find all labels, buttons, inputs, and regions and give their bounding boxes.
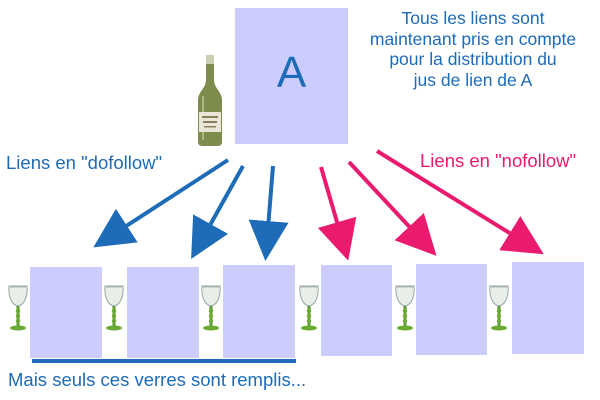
source-node-label: A	[276, 48, 307, 97]
nofollow-arrow-3	[375, 149, 544, 255]
target-page-3	[223, 265, 295, 358]
explanation-line: Tous les liens sont	[401, 8, 545, 28]
wine-glass-icon	[8, 285, 28, 331]
dofollow-arrow-3	[248, 165, 289, 261]
nofollow-arrow-1	[317, 166, 357, 261]
dofollow-underline	[32, 359, 296, 363]
target-page-4	[321, 265, 392, 356]
wine-glass-icon	[395, 285, 415, 331]
wine-glass-icon	[299, 285, 319, 331]
wine-bottle-icon	[198, 55, 222, 146]
target-page-2	[127, 267, 199, 358]
explanation-line: pour la distribution du	[389, 49, 557, 69]
dofollow-arrow-2	[191, 165, 245, 259]
nofollow-label: Liens en "nofollow"	[420, 150, 577, 171]
source-node-a: A	[235, 8, 348, 144]
explanation-caption: Tous les liens sont maintenant pris en c…	[348, 8, 598, 90]
nofollow-arrow-2	[347, 160, 437, 256]
wine-glass-icon	[104, 285, 124, 331]
dofollow-arrow-1	[93, 158, 230, 248]
target-page-5	[416, 264, 487, 355]
wine-glass-icon	[489, 285, 509, 331]
target-page-1	[30, 267, 102, 358]
explanation-line: maintenant pris en compte	[369, 28, 577, 49]
wine-glass-icon	[201, 285, 221, 331]
target-page-6	[512, 262, 584, 354]
dofollow-label: Liens en "dofollow"	[6, 152, 163, 173]
explanation-line: jus de lien de A	[413, 69, 533, 90]
bottom-caption: Mais seuls ces verres sont remplis...	[8, 369, 307, 390]
